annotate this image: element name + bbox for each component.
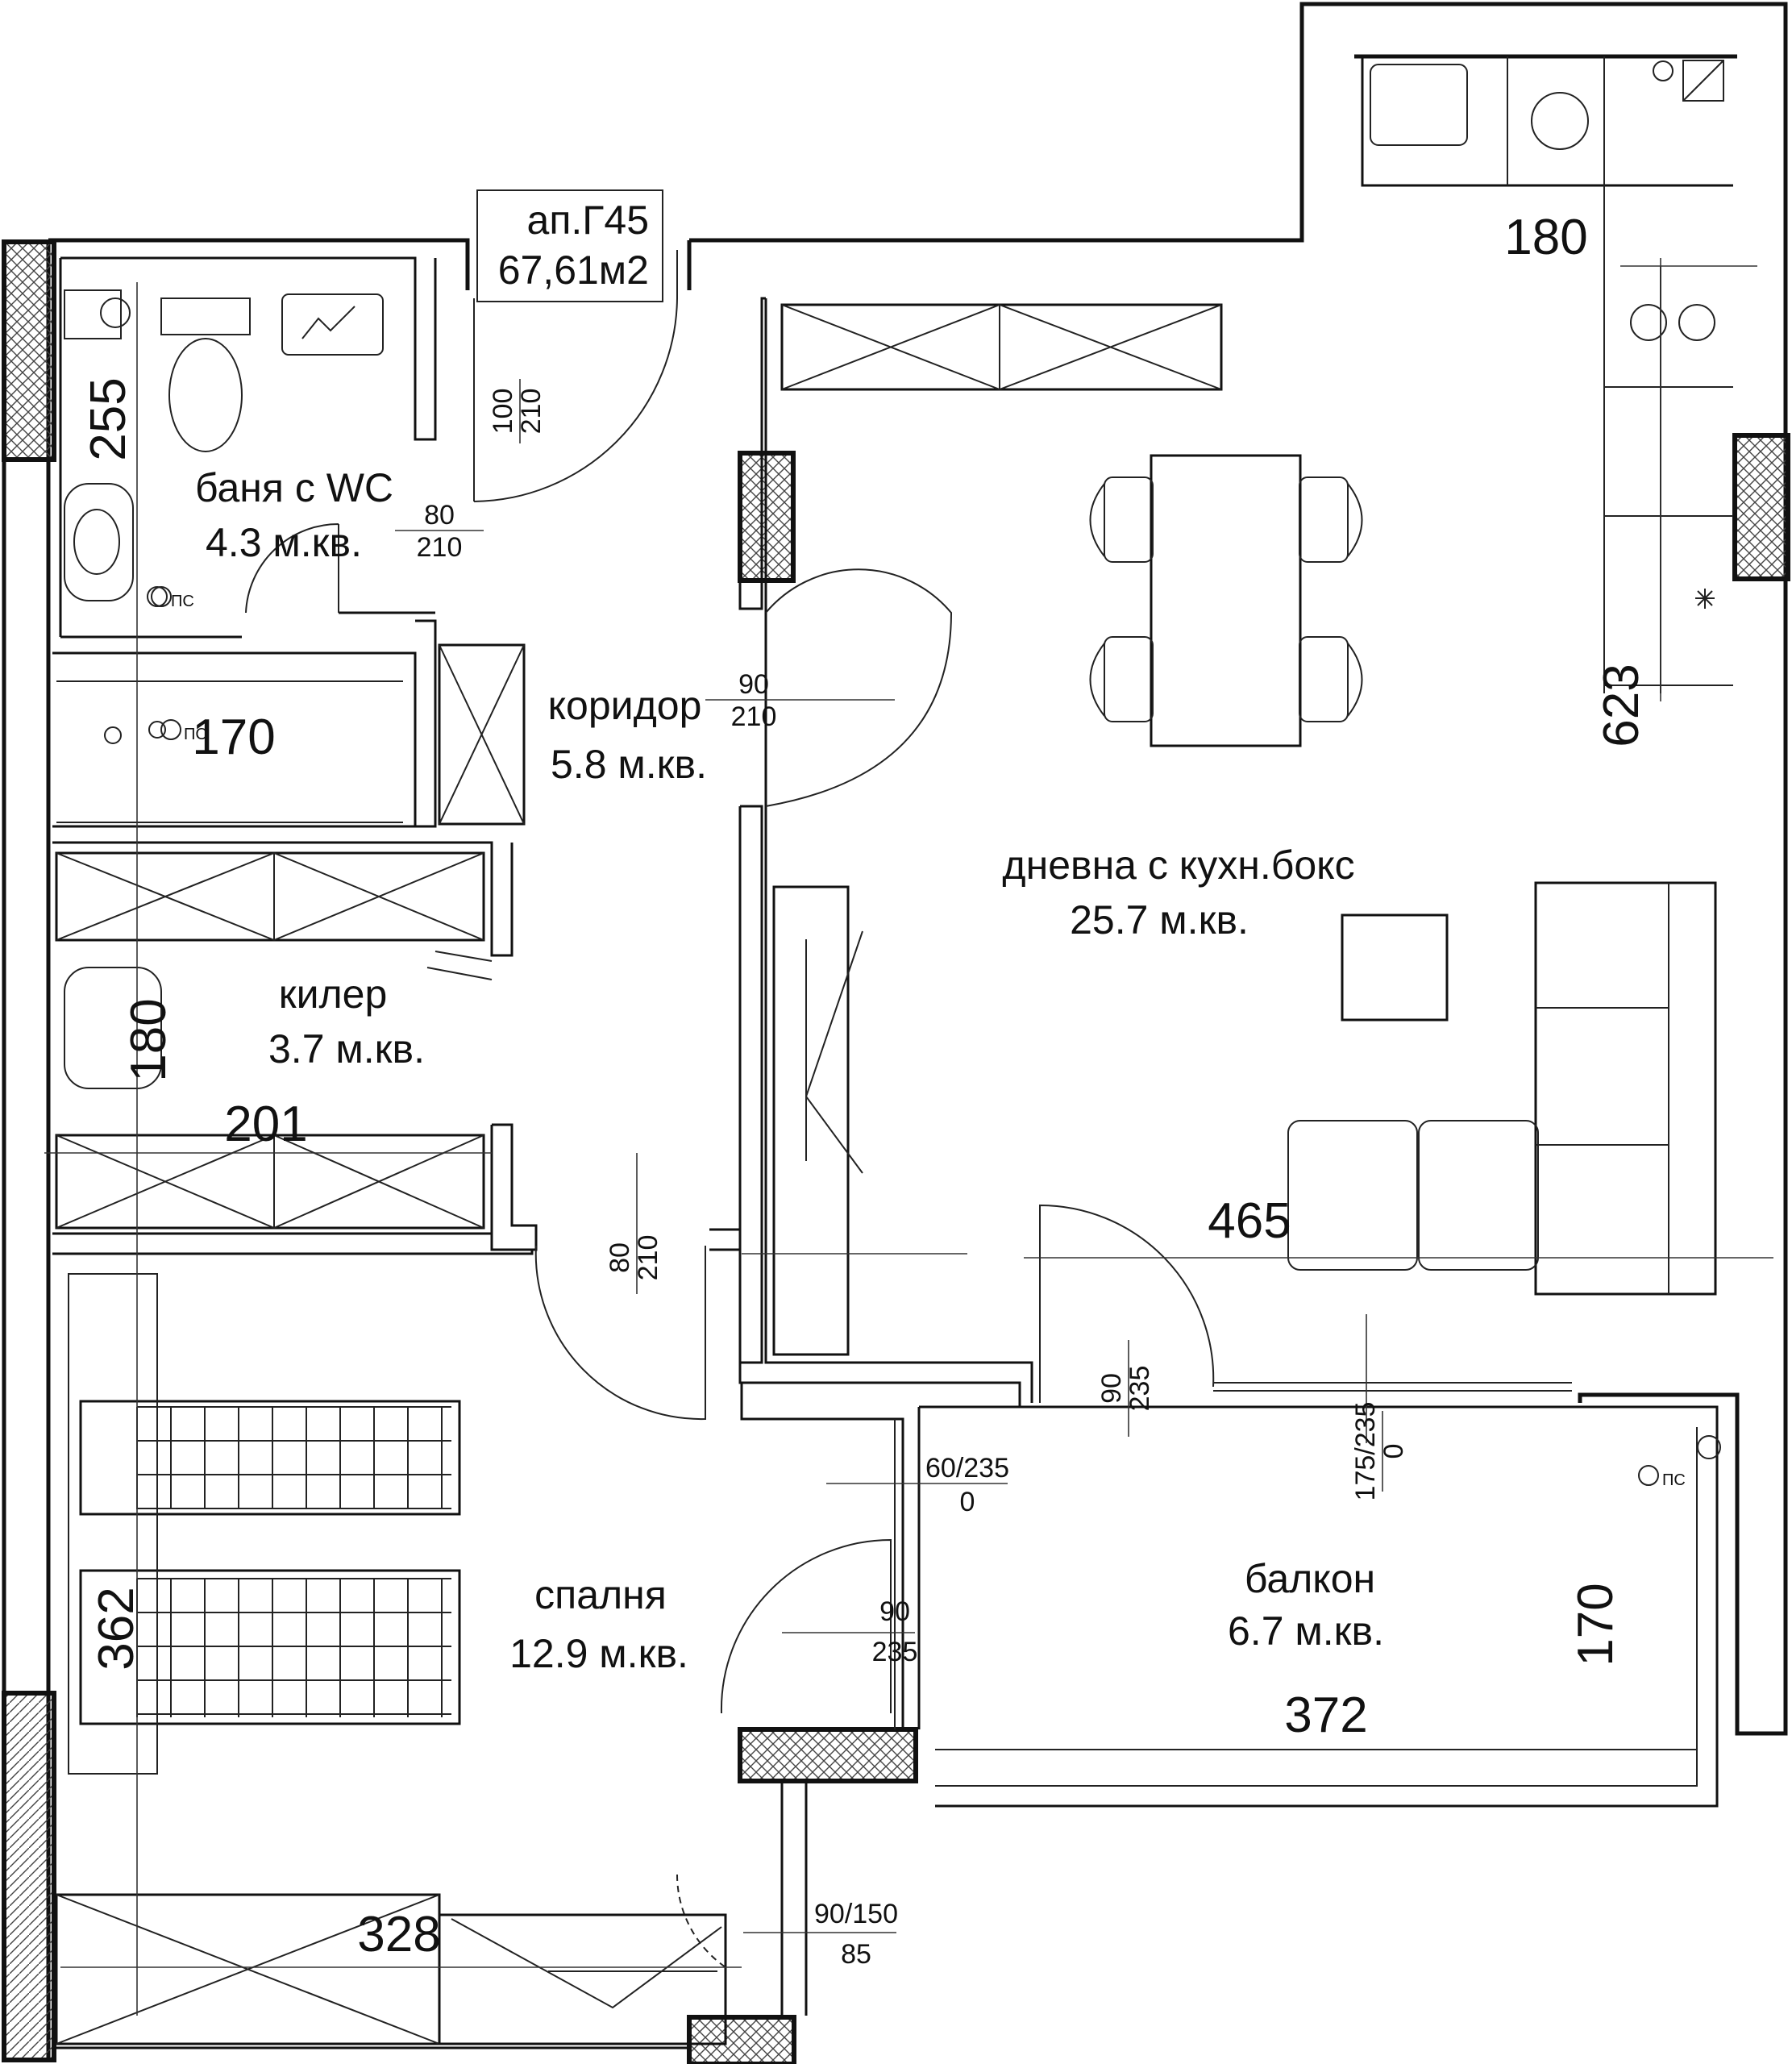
room-area-bathroom: 4.3 м.кв. — [206, 520, 362, 565]
door-entrance-top: 100 — [488, 389, 518, 435]
room-name-balcony: балкон — [1245, 1556, 1375, 1601]
window-balcony-left-top: 60/235 — [925, 1453, 1009, 1484]
window-balcony-right-bottom: 0 — [1378, 1444, 1409, 1459]
dim-storage-width: 201 — [224, 1096, 307, 1152]
shaft-label-tub: ПС — [184, 726, 207, 743]
apartment-title-box — [476, 189, 663, 302]
dim-balcony-width: 372 — [1284, 1687, 1367, 1743]
apartment-name: ап.Г45 — [527, 198, 649, 243]
dim-bath-height: 255 — [81, 377, 136, 460]
room-area-living: 25.7 м.кв. — [1070, 897, 1249, 943]
column-top-left — [2, 239, 56, 462]
dim-kitchen-width: 180 — [1504, 210, 1587, 265]
shaft-label-balcony: ПС — [1662, 1471, 1686, 1489]
dim-bedroom-width: 328 — [357, 1907, 440, 1962]
interior-walls — [52, 256, 1719, 2049]
room-name-living: дневна с кухн.бокс — [1002, 843, 1354, 888]
dim-balcony-height: 170 — [1568, 1583, 1624, 1666]
window-balcony-left-bottom: 0 — [960, 1487, 975, 1517]
room-name-bathroom: баня с WC — [195, 465, 393, 510]
room-area-balcony: 6.7 м.кв. — [1228, 1608, 1384, 1654]
dimension-lines — [44, 258, 1773, 2016]
column-balcony — [738, 1727, 918, 1783]
column-bottom-left — [2, 1691, 56, 2062]
door-balcony-living-top: 90 — [1096, 1373, 1127, 1404]
room-area-corridor: 5.8 м.кв. — [551, 742, 707, 787]
window-balcony-right-top: 175/235 — [1350, 1402, 1381, 1501]
door-balcony-living-bottom: 235 — [1125, 1366, 1155, 1412]
door-living-bottom: 210 — [731, 701, 777, 732]
room-area-bedroom: 12.9 м.кв. — [509, 1631, 688, 1676]
dim-bath-tub: 170 — [192, 710, 275, 765]
column-bottom — [687, 2015, 796, 2064]
shaft-symbols — [147, 586, 1659, 1486]
door-bath-top: 80 — [424, 500, 455, 531]
door-bedroom-bottom: 210 — [633, 1235, 663, 1281]
window-bedroom-top: 90/150 — [814, 1899, 898, 1929]
dim-living-height: 623 — [1594, 664, 1649, 747]
shaft-label-bath: ПС — [171, 593, 194, 610]
door-balcony-bedroom-top: 90 — [879, 1596, 910, 1627]
dim-storage-height: 180 — [121, 998, 177, 1081]
door-bath-bottom: 210 — [417, 532, 463, 563]
dim-living-width: 465 — [1208, 1193, 1291, 1249]
window-bedroom-bottom: 85 — [841, 1939, 871, 1970]
apartment-area: 67,61м2 — [498, 248, 649, 293]
door-balcony-bedroom-bottom: 235 — [872, 1637, 918, 1667]
door-labels: 100 210 80 210 90 210 80 210 90 235 60/2… — [395, 379, 1409, 1970]
furniture — [55, 56, 1733, 2045]
door-entrance-bottom: 210 — [516, 389, 547, 435]
column-right — [1732, 433, 1790, 581]
door-bedroom-top: 80 — [605, 1242, 635, 1273]
room-name-corridor: коридор — [548, 683, 702, 728]
room-name-storage: килер — [279, 972, 388, 1017]
doors — [245, 250, 1215, 1968]
dim-bedroom-height: 362 — [89, 1587, 144, 1670]
room-area-storage: 3.7 м.кв. — [268, 1026, 425, 1072]
room-name-bedroom: спалня — [534, 1572, 667, 1617]
door-living-top: 90 — [738, 669, 769, 700]
